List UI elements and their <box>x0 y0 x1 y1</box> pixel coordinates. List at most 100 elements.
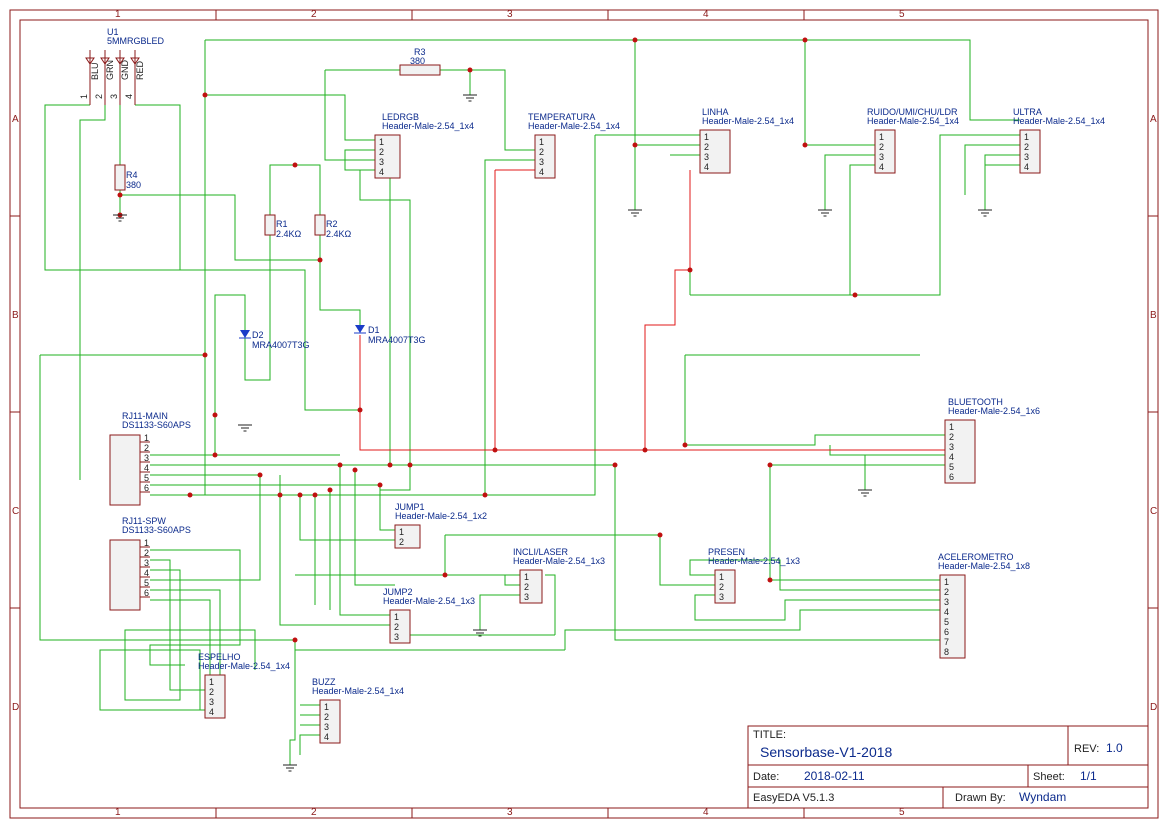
ground-icon <box>858 489 872 497</box>
pin-number: 1 <box>144 538 149 548</box>
pin-number: 1 <box>324 702 329 712</box>
junction-dot <box>852 292 858 298</box>
pin-number: 4 <box>324 732 329 742</box>
header-acelerometro-ref: ACELEROMETRO <box>938 552 1014 562</box>
connector-rj11-main-ref: RJ11-MAIN <box>122 411 168 421</box>
junction-dot <box>212 412 218 418</box>
grid-row-label: C <box>12 506 19 517</box>
sheet-value: 1/1 <box>1080 769 1097 783</box>
resistor-r4[interactable]: R4 380 <box>114 164 141 191</box>
junction-dot <box>802 142 808 148</box>
r2-value: 2.4KΩ <box>326 229 352 239</box>
pin-number: 3 <box>949 442 954 452</box>
junction-dot <box>277 492 283 498</box>
grid-row-label: B <box>12 310 19 321</box>
pin-number: 3 <box>144 558 149 568</box>
junction-dot <box>337 462 343 468</box>
pin-number: 2 <box>379 147 384 157</box>
r3-value: 380 <box>410 56 425 66</box>
junction-dot <box>187 492 193 498</box>
diode-d2[interactable]: D2 MRA4007T3G <box>239 330 310 350</box>
pin-number: 5 <box>949 462 954 472</box>
header-jump2-ref: JUMP2 <box>383 587 413 597</box>
pin-number: 1 <box>944 577 949 587</box>
pin-number: 1 <box>1024 132 1029 142</box>
ground-icon <box>628 209 642 217</box>
header-ultra-ref: ULTRA <box>1013 107 1042 117</box>
ground-icon <box>238 424 252 432</box>
resistor-r1[interactable]: R1 2.4KΩ <box>264 214 302 239</box>
junction-dot <box>802 37 808 43</box>
pin-number: 6 <box>949 472 954 482</box>
resistor-r2[interactable]: R2 2.4KΩ <box>314 214 352 239</box>
led-triangle-icon <box>100 57 110 65</box>
u1-pin-number: 4 <box>124 94 134 99</box>
junction-dot <box>317 257 323 263</box>
ground-icon <box>283 764 297 772</box>
pin-number: 1 <box>379 137 384 147</box>
ground-symbols <box>113 94 992 772</box>
u1-ref: U1 <box>107 27 119 37</box>
pin-number: 4 <box>379 167 384 177</box>
ground-icon <box>978 209 992 217</box>
grid-row-label: D <box>12 702 19 713</box>
pin-number: 2 <box>394 622 399 632</box>
rev-value: 1.0 <box>1106 741 1123 755</box>
pin-number: 2 <box>949 432 954 442</box>
junction-dot <box>767 577 773 583</box>
pin-number: 2 <box>1024 142 1029 152</box>
header-ruido[interactable]: 1234RUIDO/UMI/CHU/LDRHeader-Male-2.54_1x… <box>867 107 959 174</box>
pin-number: 5 <box>144 473 149 483</box>
grid-row-label: D <box>1150 702 1157 713</box>
d1-ref: D1 <box>368 325 380 335</box>
grid-col-label: 5 <box>899 9 905 20</box>
pin-number: 2 <box>324 712 329 722</box>
resistor-r3[interactable]: R3 380 <box>399 47 441 76</box>
junction-dot <box>297 492 303 498</box>
pin-number: 1 <box>539 137 544 147</box>
junction-dot <box>202 92 208 98</box>
pin-number: 3 <box>394 632 399 642</box>
pin-number: 2 <box>399 537 404 547</box>
u1-pin-name: BLU <box>90 62 100 80</box>
u1-pin-name: GND <box>120 60 130 81</box>
wire-junctions <box>117 37 858 643</box>
junction-dot <box>442 572 448 578</box>
pin-number: 1 <box>524 572 529 582</box>
green-wires <box>39 39 1020 765</box>
pin-number: 3 <box>324 722 329 732</box>
r1-value: 2.4KΩ <box>276 229 302 239</box>
u1-pin-name: GRN <box>105 60 115 80</box>
drawn-label: Drawn By: <box>955 792 1006 804</box>
header-temperatura-ref: TEMPERATURA <box>528 112 595 122</box>
outer-frame <box>9 9 1159 819</box>
d2-value: MRA4007T3G <box>252 340 310 350</box>
pin-number: 4 <box>1024 162 1029 172</box>
diode-d1[interactable]: D1 MRA4007T3G <box>354 325 426 345</box>
r4-value: 380 <box>126 180 141 190</box>
header-jump1-ref: JUMP1 <box>395 502 425 512</box>
pin-number: 1 <box>209 677 214 687</box>
junction-dot <box>257 472 263 478</box>
pin-number: 1 <box>399 527 404 537</box>
pin-number: 3 <box>1024 152 1029 162</box>
junction-dot <box>492 447 498 453</box>
rev-label: REV: <box>1074 743 1099 755</box>
pin-number: 4 <box>209 707 214 717</box>
